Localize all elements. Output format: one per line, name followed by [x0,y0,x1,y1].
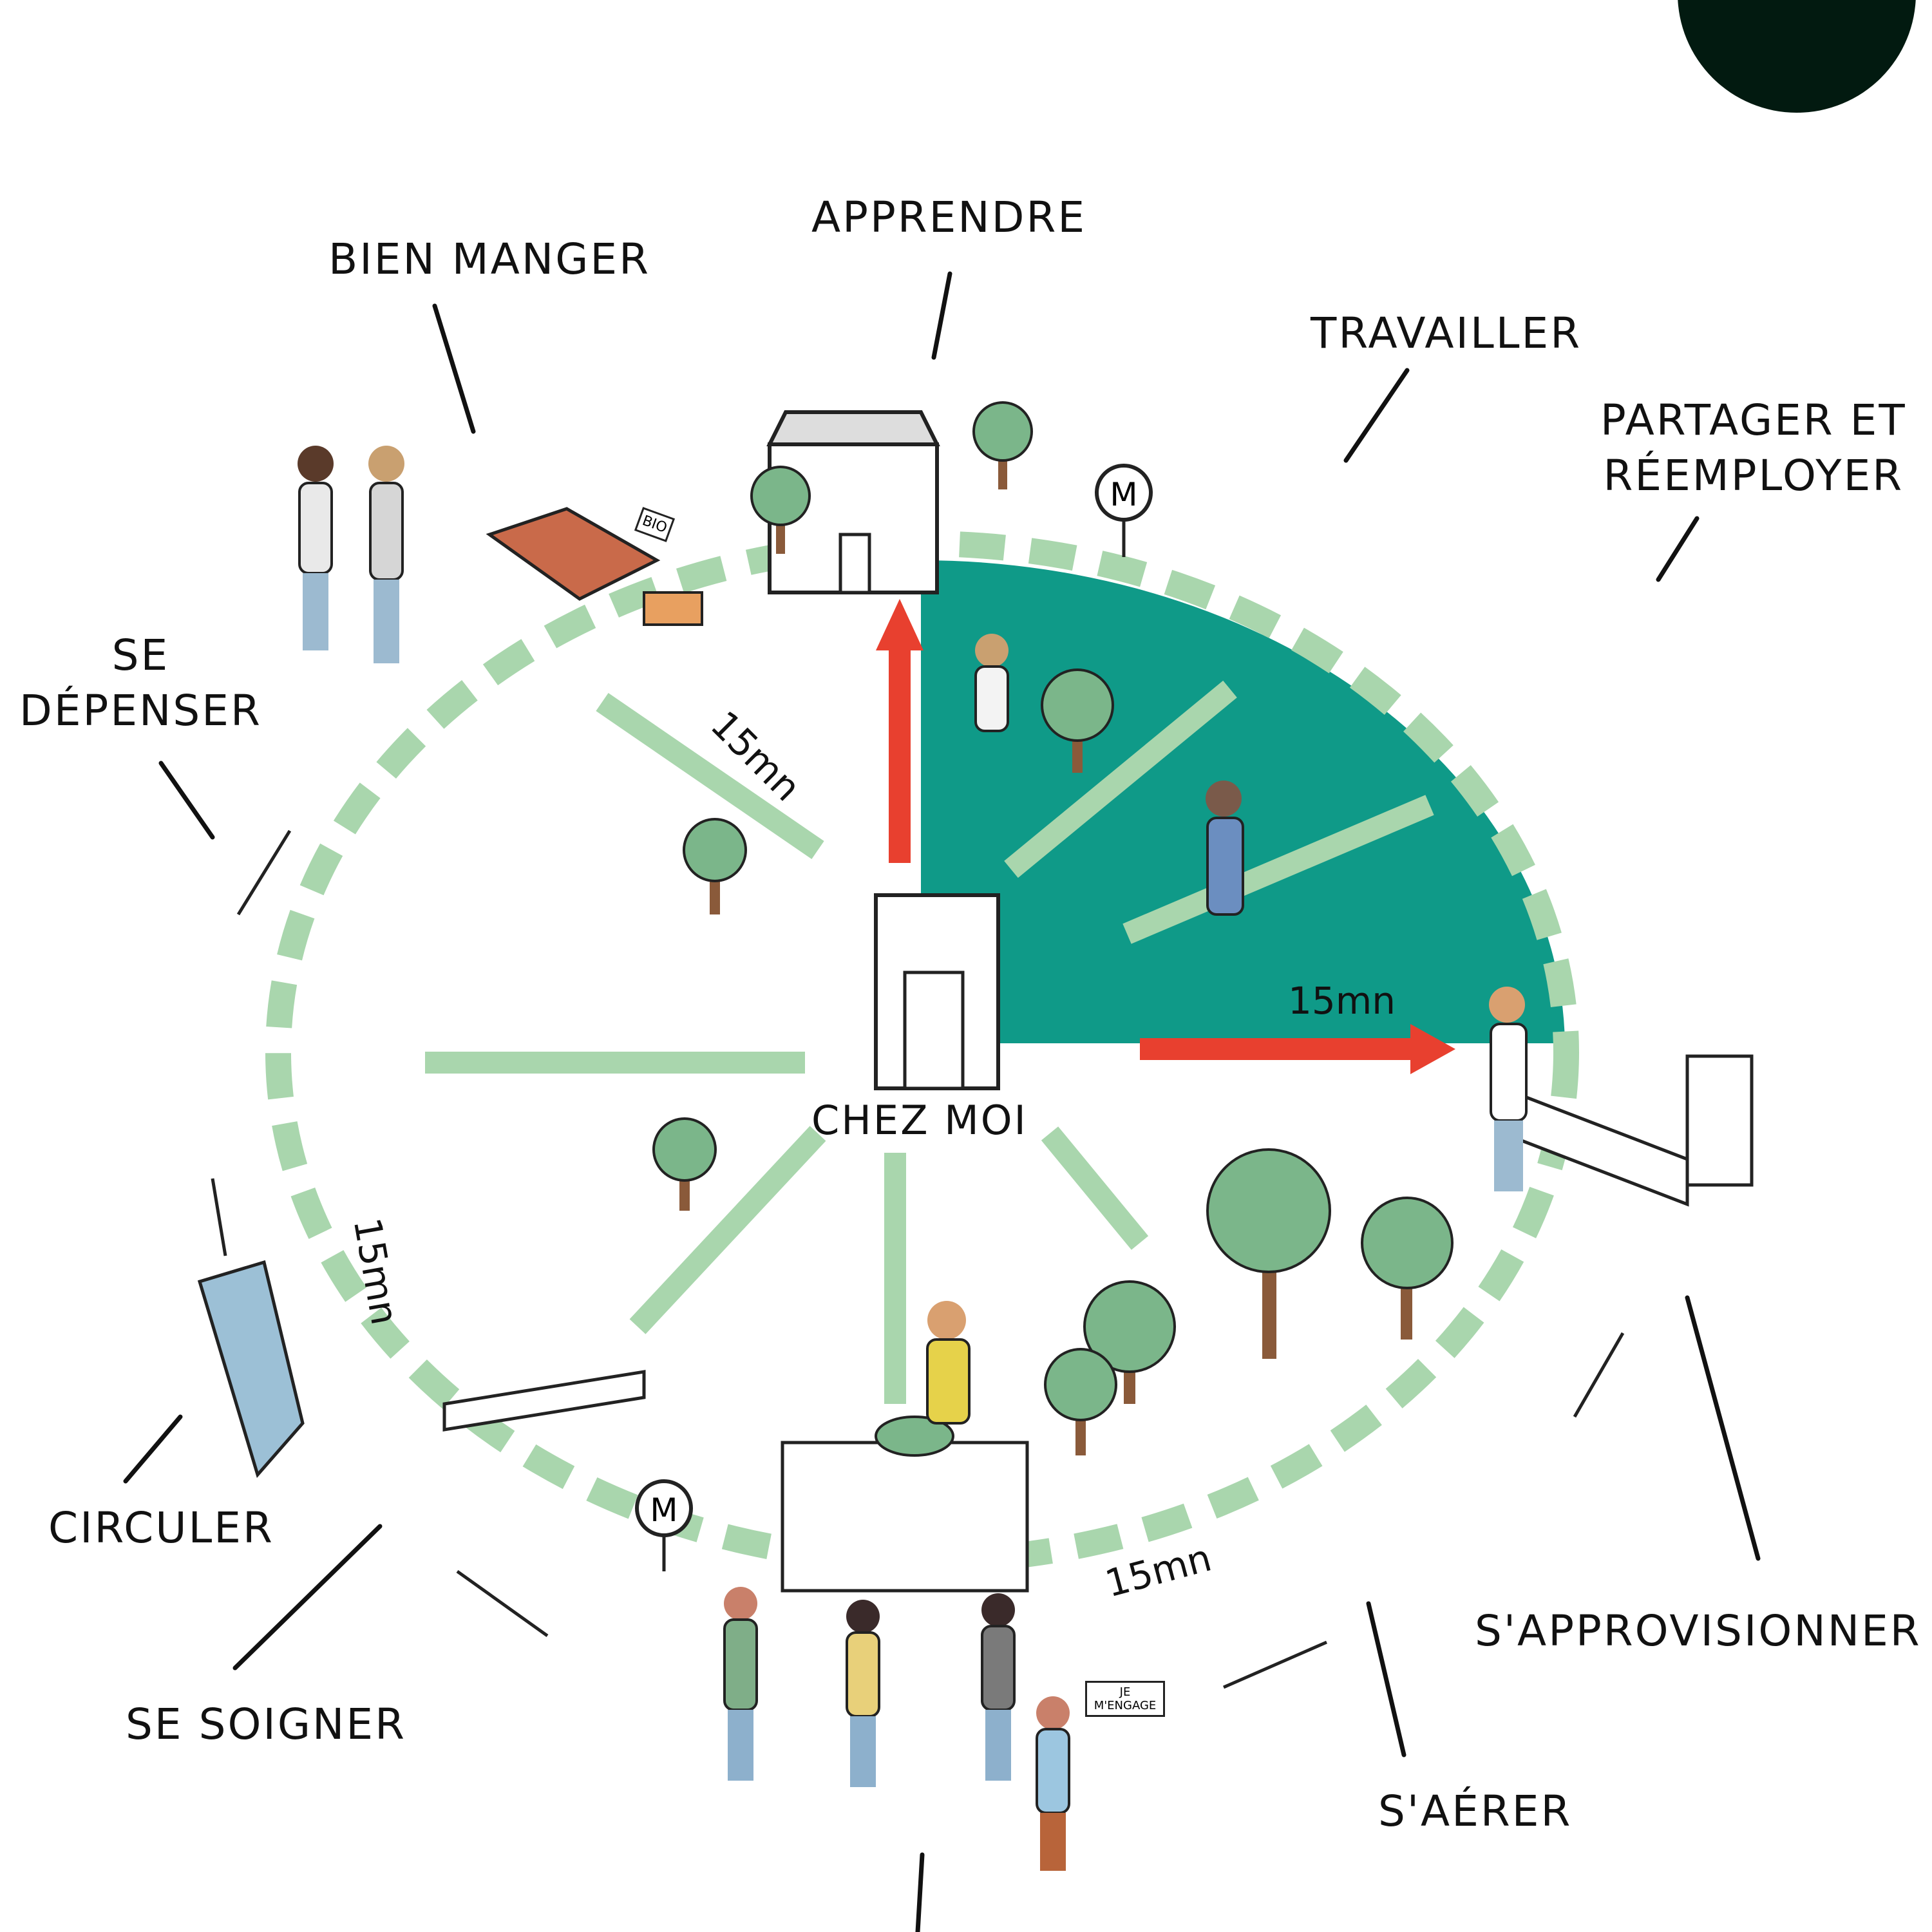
svg-text:M: M [1110,476,1137,513]
street-spoke [629,1126,826,1334]
metro-sign-icon: M [635,1479,693,1571]
label-travailler: TRAVAILLER [1311,308,1582,358]
double-arrow-icons [211,829,1625,1689]
tree-icon [1041,668,1114,773]
dark-circle-decoration [1678,0,1916,113]
label-line: RÉEMPLOYER [1603,450,1904,500]
label-bien-manger: BIEN MANGER [328,234,650,284]
tree-icon [1361,1197,1454,1340]
label-se-soigner: SE SOIGNER [126,1700,406,1749]
street-spoke [1041,1126,1149,1250]
person-figure [846,1600,880,1787]
person-figure [298,446,334,650]
person-figure [981,1593,1016,1781]
person-figure [974,634,1009,732]
arrow-right-shaft [1140,1038,1417,1060]
arrow-up-head [876,599,923,650]
person-figure [723,1587,758,1781]
market-stall [486,507,703,626]
svg-text:M: M [650,1492,677,1529]
street-spokes [425,680,1434,1404]
arrows [876,599,1455,1074]
tree-icon [1206,1148,1331,1359]
home-building [874,893,1000,1090]
tree-icon [1044,1348,1117,1455]
person-figure [1036,1696,1070,1871]
arrow-up-shaft [889,644,911,863]
tree-icon [972,401,1033,489]
tree-icon [750,466,811,554]
theatre-stage [781,1416,1029,1593]
label-chez-moi: CHEZ MOI [811,1097,1028,1144]
street-spoke [1004,680,1237,878]
tree-icon [652,1117,717,1211]
label-circuler: CIRCULER [48,1503,274,1553]
street-spoke [596,692,824,860]
person-figure [1206,781,1244,916]
people [298,446,1528,1871]
tree-icon [683,818,747,914]
label-line: PARTAGER ET [1600,395,1907,445]
je-mengage-sign: JE M'ENGAGE [1085,1681,1165,1717]
trees [652,401,1454,1455]
tram-stop [197,1260,305,1479]
bakery-counter [1518,1054,1754,1207]
label-apprendre: APPRENDRE [811,193,1087,242]
distance-label: 15mn [1288,979,1396,1023]
person-figure [926,1301,971,1425]
street-spoke [1122,795,1434,944]
label-s-aerer: S'AÉRER [1378,1786,1573,1836]
label-pointer-lines [123,271,1761,1932]
tree-icon [1083,1280,1176,1404]
metro-sign-icon: M [1095,464,1153,557]
label-line: SE [111,630,170,680]
label-s-approvisionner: S'APPROVISIONNER [1475,1606,1922,1656]
label-line: DÉPENSER [19,685,262,735]
arrow-right-head [1410,1024,1455,1074]
person-figure [368,446,404,663]
person-figure [1489,987,1528,1191]
doctor-office [442,1370,646,1432]
